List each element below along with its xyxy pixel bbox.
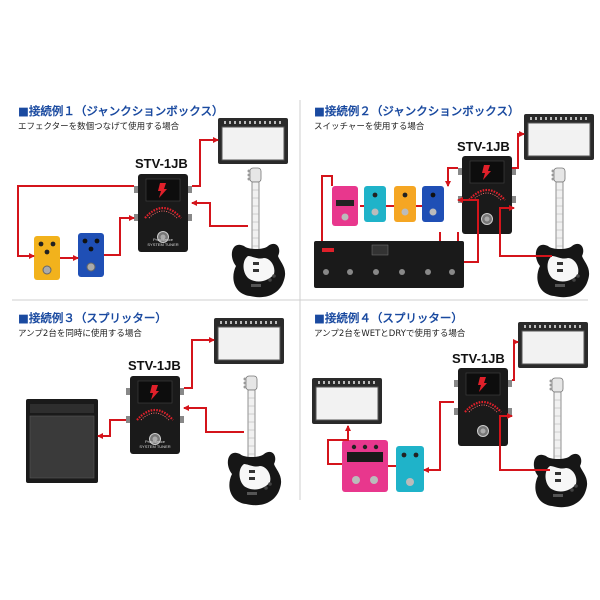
amplifier [217, 117, 289, 165]
wire-pedal-to-tuner [104, 215, 135, 256]
pedal-pink [332, 186, 358, 226]
pedal-cyan [396, 446, 424, 492]
device-label: STV-1JB [452, 351, 505, 366]
tuner-model: SYSTEM TUNER [147, 242, 178, 247]
stv-1jb-tuner [452, 366, 514, 448]
switcher-loop-wires [321, 175, 459, 241]
pedal-orange [394, 186, 416, 222]
device-label: STV-1JB [128, 358, 181, 373]
panel-subtitle: アンプ2台を同時に使用する場合 [18, 328, 142, 339]
tuner-brand: Providence [153, 237, 174, 242]
panel-title: ■接続例４（スプリッター） [314, 311, 463, 325]
device-label: STV-1JB [135, 156, 188, 171]
stv-1jb-tuner [456, 154, 518, 236]
panel-subtitle: スイッチャーを使用する場合 [314, 121, 425, 132]
wire-tuner-to-amp [184, 337, 215, 389]
wire-guitar-to-tuner [499, 413, 550, 471]
device-label: STV-1JB [457, 139, 510, 154]
tuner-model: SYSTEM TUNER [139, 444, 170, 449]
wire-guitar-to-tuner [499, 205, 552, 257]
panel-title: ■接続例１（ジャンクションボックス） [18, 104, 223, 118]
pedal-blue [422, 186, 444, 222]
electric-guitar [535, 167, 590, 298]
electric-guitar [227, 375, 282, 506]
wire-tuner-to-switcher [445, 167, 458, 187]
wire-tuner-to-amp [192, 137, 219, 187]
pedal-cyan [364, 186, 386, 222]
pedal-blue [78, 233, 104, 277]
panel-example-2: ■接続例２（ジャンクションボックス） スイッチャーを使用する場合 STV-1JB [314, 104, 595, 298]
wire-guitar-to-tuner [183, 405, 244, 433]
wire-switcher-to-tuner [457, 197, 479, 263]
amplifier-wet [311, 377, 383, 425]
panel-title: ■接続例２（ジャンクションボックス） [314, 104, 519, 118]
amplifier [213, 317, 285, 365]
panel-example-3: ■接続例３（スプリッター） アンプ2台を同時に使用する場合 STV-1JB Pr… [18, 311, 285, 506]
amplifier-dry [517, 321, 589, 369]
panel-title: ■接続例３（スプリッター） [18, 311, 167, 325]
wire-tuner-to-amp [512, 131, 525, 169]
panel-subtitle: エフェクターを数個つなげて使用する場合 [18, 121, 180, 132]
wire-pedal-to-wet-amp [327, 425, 351, 465]
wire-guitar-to-tuner [191, 200, 248, 227]
electric-guitar [231, 167, 286, 298]
panel-example-4: ■接続例４（スプリッター） アンプ2台をWETとDRYで使用する場合 STV-1… [311, 311, 589, 508]
electric-guitar [533, 377, 588, 508]
wire-tuner-to-pedal [17, 185, 134, 259]
pedal-pink [342, 440, 388, 492]
amplifier [523, 113, 595, 161]
panel-example-1: ■接続例１（ジャンクションボックス） エフェクターを数個つなげて使用する場合 S… [17, 104, 289, 298]
pedal-yellow [34, 236, 60, 280]
wire-tuner-to-dry-amp [512, 339, 519, 381]
amplifier-cabinet [26, 399, 98, 483]
tuner-brand: Providence [145, 439, 166, 444]
wire-tuner-to-cabinet [97, 419, 126, 439]
switcher-unit [314, 241, 464, 288]
panel-subtitle: アンプ2台をWETとDRYで使用する場合 [314, 328, 466, 339]
wire-tuner-to-pedal [423, 401, 454, 473]
